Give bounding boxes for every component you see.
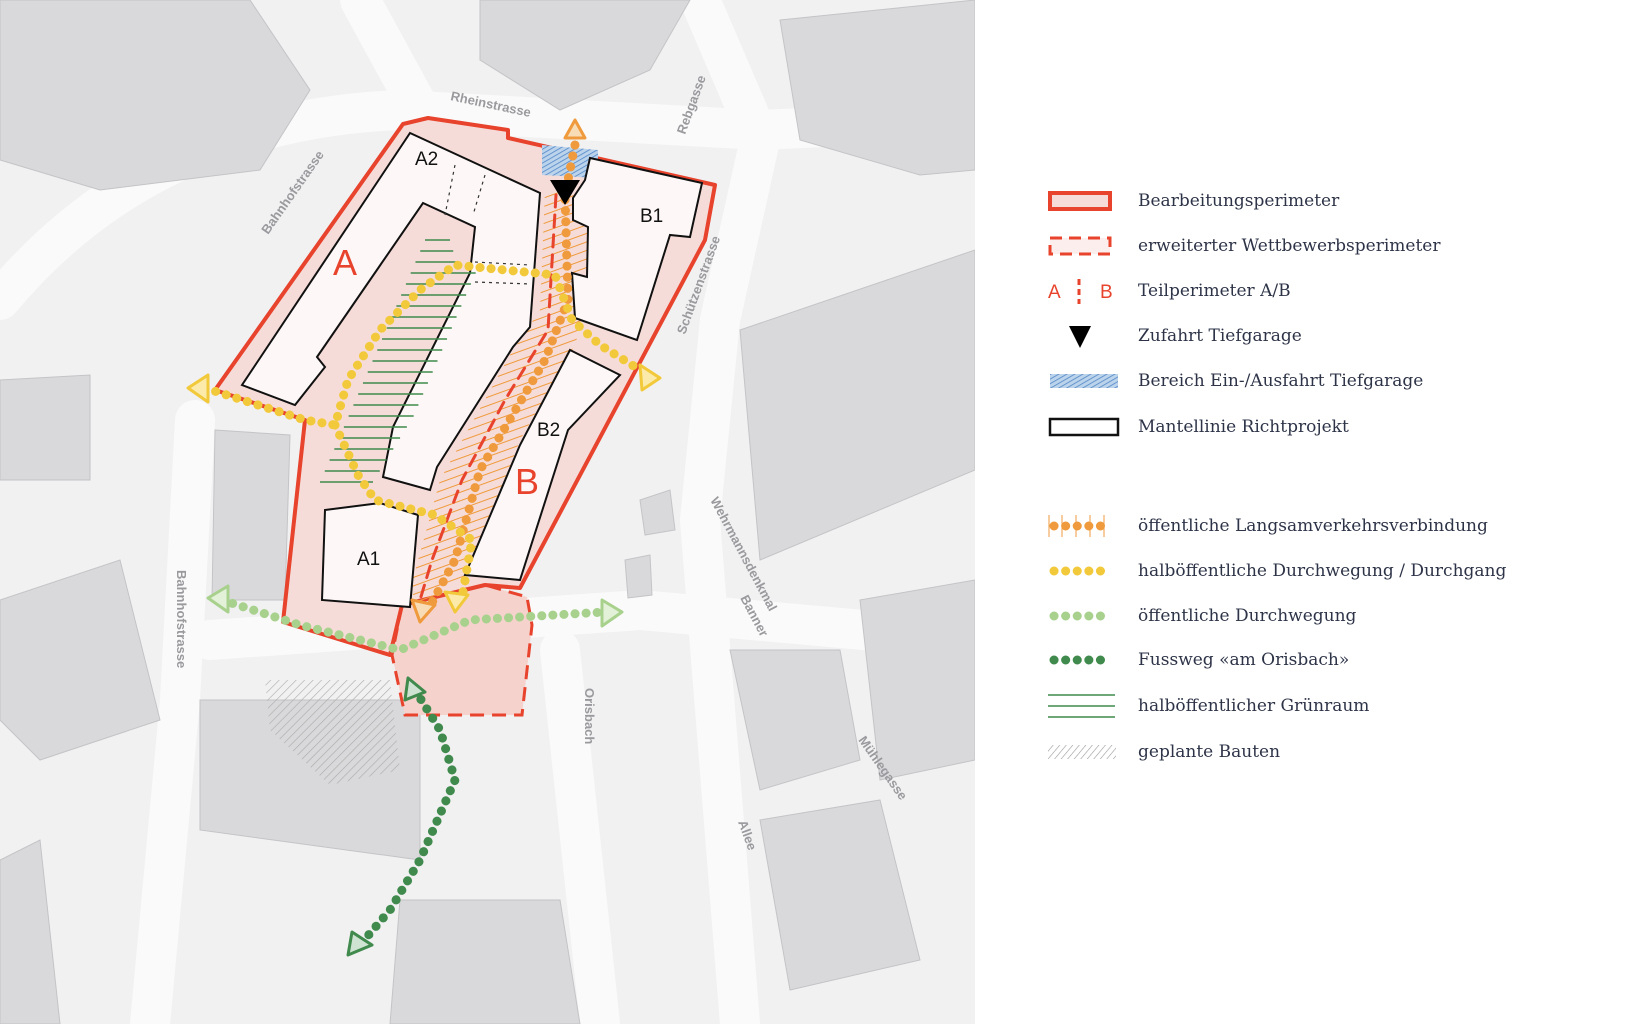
building-label-a1: A1 [357,549,380,570]
black-outline-rectangle-icon [1048,417,1120,437]
legend-label: Bearbeitungsperimeter [1138,191,1340,211]
legend-label: Zufahrt Tiefgarage [1138,326,1302,346]
arrow-icon [600,598,624,628]
legend-item: öffentliche Langsamverkehrsverbindung [1040,511,1488,541]
legend-sym-b: B [1100,282,1113,303]
legend-label: geplante Bauten [1138,742,1281,762]
building-b2 [463,348,622,582]
street-label: Orisbach [582,688,597,744]
arrow-icon [186,373,210,404]
blue-hatch-icon [1050,374,1118,388]
legend-label: Bereich Ein-/Ausfahrt Tiefgarage [1138,371,1424,391]
legend-item: Bereich Ein-/Ausfahrt Tiefgarage [1040,366,1423,396]
legend-item: Bearbeitungsperimeter [1040,186,1339,216]
legend-item: A B Teilperimeter A/B [1040,276,1291,306]
solid-red-rectangle-icon [1048,191,1112,211]
legend-item: erweiterter Wettbewerbsperimeter [1040,231,1440,261]
legend-item: halböffentliche Durchwegung / Durchgang [1040,556,1506,586]
legend-item: halböffentlicher Grünraum [1040,691,1369,721]
legend-item: Mantellinie Richtprojekt [1040,412,1349,442]
legend-item: Zufahrt Tiefgarage [1040,321,1302,351]
legend-label: halböffentliche Durchwegung / Durchgang [1138,561,1507,581]
footpath-orisbach [355,685,460,950]
legend-sym-a: A [1048,282,1061,303]
street-label: Bahnhofstrasse [174,570,189,668]
semi-public-green-space [320,239,476,483]
legend-label: halböffentlicher Grünraum [1138,696,1370,716]
legend-label: Fussweg «am Orisbach» [1138,650,1350,670]
black-down-triangle-icon [1069,326,1091,348]
legend-label: Mantellinie Richtprojekt [1138,417,1349,437]
legend: Bearbeitungsperimeter erweiterter Wettbe… [1040,0,1628,1024]
legend-item: geplante Bauten [1040,737,1280,767]
building-label-b1: B1 [640,206,663,227]
dark-green-dotted-line-icon [1049,655,1117,665]
building-label-b2: B2 [537,420,560,441]
dashed-red-divider-icon: A B [1048,279,1113,304]
garage-access-icon [550,180,580,205]
subperimeter-label-a: A [333,242,357,283]
subperimeter-divider [418,193,558,602]
building-b1 [570,156,704,342]
buildings-richtprojekt [240,131,704,609]
arrow-icon [563,118,587,140]
path-arrows [186,118,662,957]
a2-passage-lines [444,164,531,285]
blue-garage-area [542,145,598,178]
semi-public-path [330,420,477,603]
light-green-dotted-line-icon [1049,611,1117,621]
legend-label: öffentliche Durchwegung [1138,606,1357,626]
arrow-icon [443,590,470,614]
legend-label: öffentliche Langsamverkehrsverbindung [1138,516,1488,536]
arrow-icon [638,363,662,392]
building-label-a2: A2 [415,149,438,170]
arrow-icon [410,598,437,624]
public-path [217,595,610,655]
planned-buildings-hatch [265,680,400,785]
yellow-dotted-line-icon [1049,566,1117,576]
legend-label: erweiterter Wettbewerbsperimeter [1138,236,1441,256]
semi-public-path [200,260,645,430]
orange-dotted-hatched-line-icon [1048,515,1117,537]
site-map: Rheinstrasse Rebgasse Bahnhofstrasse Sch… [0,0,975,1024]
arrow-icon [206,584,230,614]
dashed-red-rectangle-icon [1048,236,1112,256]
subperimeter-label-b: B [515,461,539,502]
paths [200,140,645,950]
legend-label: Teilperimeter A/B [1138,281,1291,301]
arrow-icon [346,930,374,957]
building-a [240,131,542,492]
legend-item: öffentliche Durchwegung [1040,601,1356,631]
green-lines-icon [1048,694,1115,718]
building-a1 [320,501,420,609]
grey-hatch-icon [1048,745,1116,759]
arrow-icon [403,676,427,702]
legend-item: Fussweg «am Orisbach» [1040,645,1349,675]
slow-traffic-connection [423,140,580,615]
